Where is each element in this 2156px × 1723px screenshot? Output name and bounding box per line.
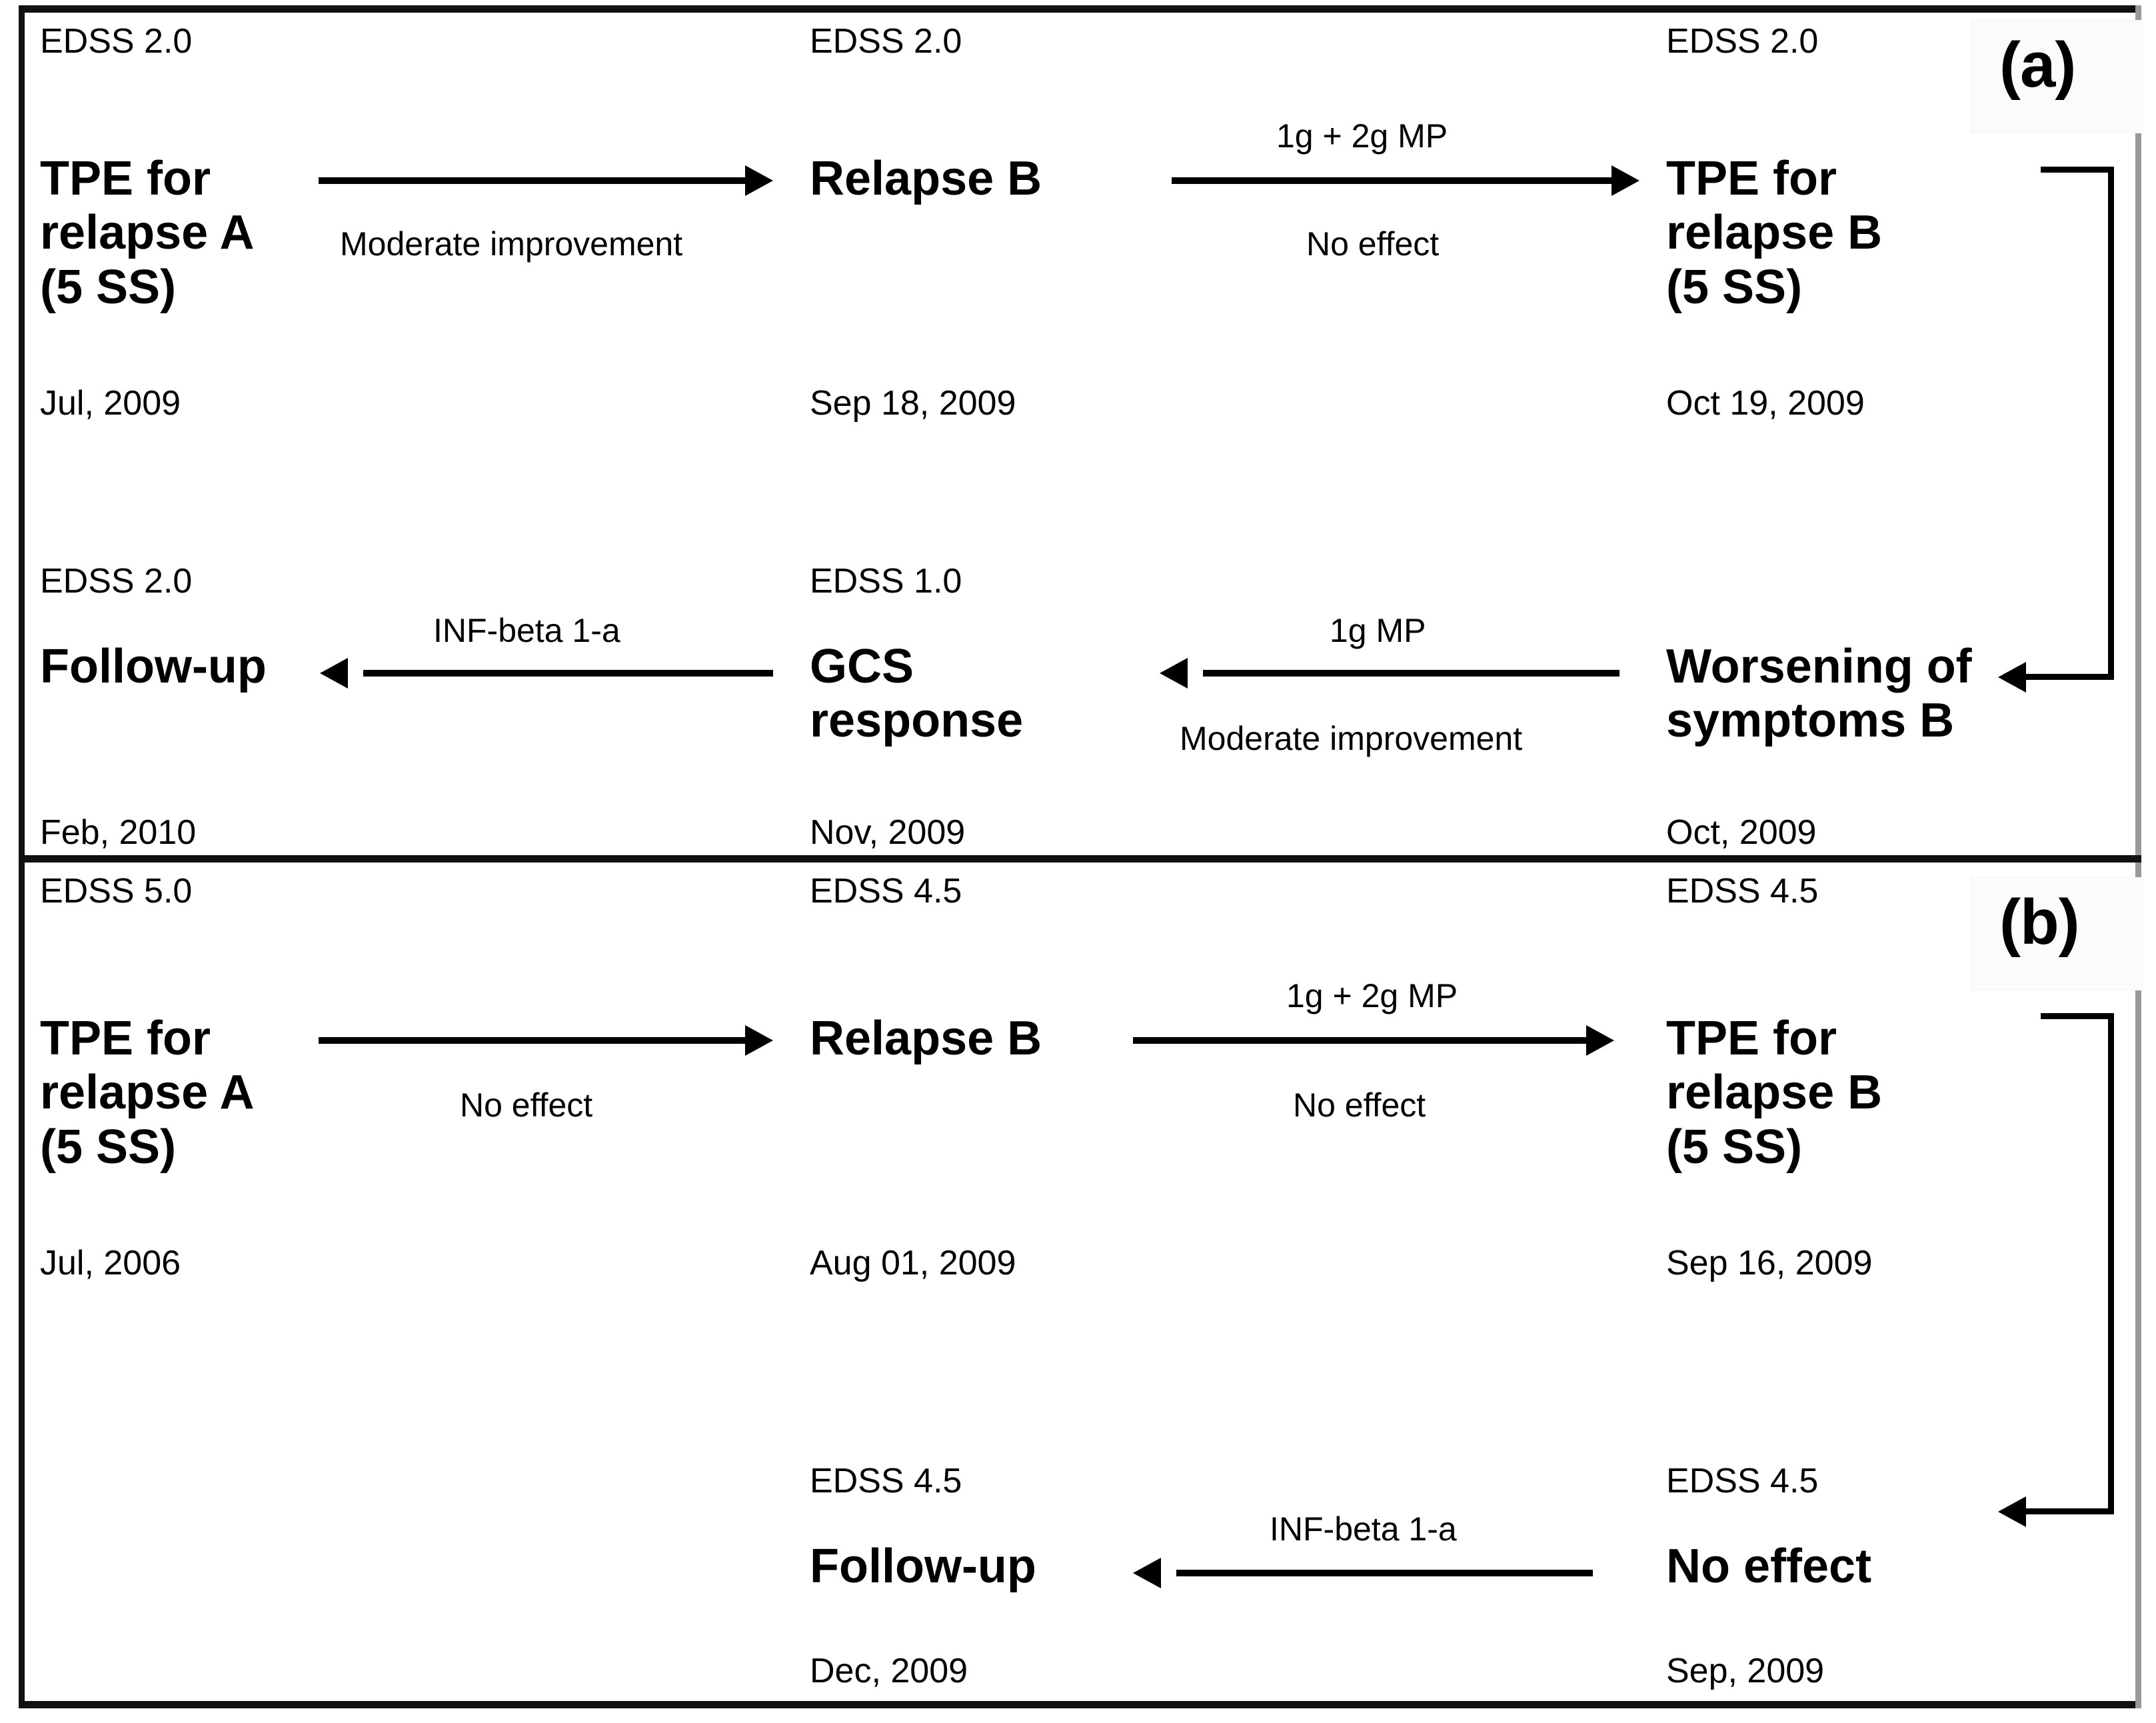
arrow-shaft [1176, 1570, 1593, 1576]
flow-node[interactable]: TPE for relapse A (5 SS) [40, 1012, 255, 1174]
flow-node[interactable]: Relapse B [810, 1012, 1042, 1065]
arrow-shaft [319, 1037, 745, 1044]
connector-segment-horizontal [2041, 1013, 2114, 1019]
date-label: Sep 16, 2009 [1666, 1244, 1873, 1282]
connector-segment-vertical [2108, 1013, 2114, 1512]
panel-a-label: (a) [1999, 29, 2076, 101]
edge-label-above: 1g MP [1330, 612, 1426, 649]
arrow-head-right-icon [1586, 1025, 1614, 1056]
arrow-head-left-icon [1133, 1558, 1161, 1588]
edge-label-below: Moderate improvement [1180, 720, 1523, 757]
date-label: Jul, 2009 [40, 384, 181, 423]
edge-label-above: INF-beta 1-a [433, 612, 620, 649]
arrow-head-left-icon [1160, 658, 1188, 689]
flow-node[interactable]: Worsening of symptoms B [1666, 640, 1972, 748]
date-label: Oct 19, 2009 [1666, 384, 1865, 423]
edss-label: EDSS 4.5 [1666, 1462, 1819, 1500]
flow-node[interactable]: Follow-up [810, 1540, 1036, 1593]
edge-label-below: No effect [1306, 225, 1440, 263]
arrow-shaft [319, 177, 745, 184]
arrow-shaft [1172, 177, 1612, 184]
connector-segment-horizontal [2041, 167, 2114, 173]
date-label: Sep 18, 2009 [810, 384, 1016, 423]
arrow-head-right-icon [745, 1025, 773, 1056]
arrow-shaft [1203, 670, 1619, 677]
figure-border-bottom [19, 1701, 2141, 1708]
edge-label-below: Moderate improvement [340, 225, 683, 263]
date-label: Aug 01, 2009 [810, 1244, 1016, 1282]
arrow-head-left-icon [1998, 1496, 2026, 1527]
figure-border-top [19, 5, 2141, 13]
arrow-head-right-icon [1612, 165, 1639, 196]
edss-label: EDSS 2.0 [1666, 22, 1819, 61]
flow-node[interactable]: Follow-up [40, 640, 267, 693]
flow-node[interactable]: Relapse B [810, 152, 1042, 205]
panel-divider [19, 855, 2141, 862]
date-label: Sep, 2009 [1666, 1652, 1825, 1690]
arrow-head-right-icon [745, 165, 773, 196]
flow-node[interactable]: GCS response [810, 640, 1024, 748]
arrow-head-left-icon [320, 658, 348, 689]
edge-label-above: 1g + 2g MP [1286, 977, 1458, 1014]
edge-label-below: No effect [460, 1086, 593, 1124]
date-label: Feb, 2010 [40, 813, 197, 852]
arrow-head-left-icon [1998, 662, 2026, 693]
date-label: Nov, 2009 [810, 813, 966, 852]
panel-a-label-box [1971, 20, 2143, 133]
date-label: Jul, 2006 [40, 1244, 181, 1282]
edge-label-above: INF-beta 1-a [1270, 1510, 1457, 1548]
edss-label: EDSS 2.0 [40, 22, 193, 61]
flow-node[interactable]: TPE for relapse B (5 SS) [1666, 1012, 1883, 1174]
flow-node[interactable]: TPE for relapse B (5 SS) [1666, 152, 1883, 314]
edss-label: EDSS 2.0 [810, 22, 962, 61]
connector-segment-vertical [2108, 167, 2114, 677]
date-label: Oct, 2009 [1666, 813, 1817, 852]
edge-label-below: No effect [1293, 1086, 1426, 1124]
panel-b-label-box [1971, 877, 2143, 990]
arrow-shaft [1133, 1037, 1586, 1044]
flow-node[interactable]: No effect [1666, 1540, 1872, 1593]
connector-segment-horizontal [2026, 674, 2114, 680]
edss-label: EDSS 4.5 [810, 872, 962, 910]
arrow-shaft [363, 670, 773, 677]
edss-label: EDSS 2.0 [40, 562, 193, 601]
edge-label-above: 1g + 2g MP [1276, 117, 1448, 155]
flow-node[interactable]: TPE for relapse A (5 SS) [40, 152, 255, 314]
date-label: Dec, 2009 [810, 1652, 968, 1690]
panel-b-label: (b) [1999, 886, 2080, 958]
connector-segment-horizontal [2026, 1508, 2114, 1514]
edss-label: EDSS 4.5 [810, 1462, 962, 1500]
edss-label: EDSS 5.0 [40, 872, 193, 910]
edss-label: EDSS 1.0 [810, 562, 962, 601]
edss-label: EDSS 4.5 [1666, 872, 1819, 910]
